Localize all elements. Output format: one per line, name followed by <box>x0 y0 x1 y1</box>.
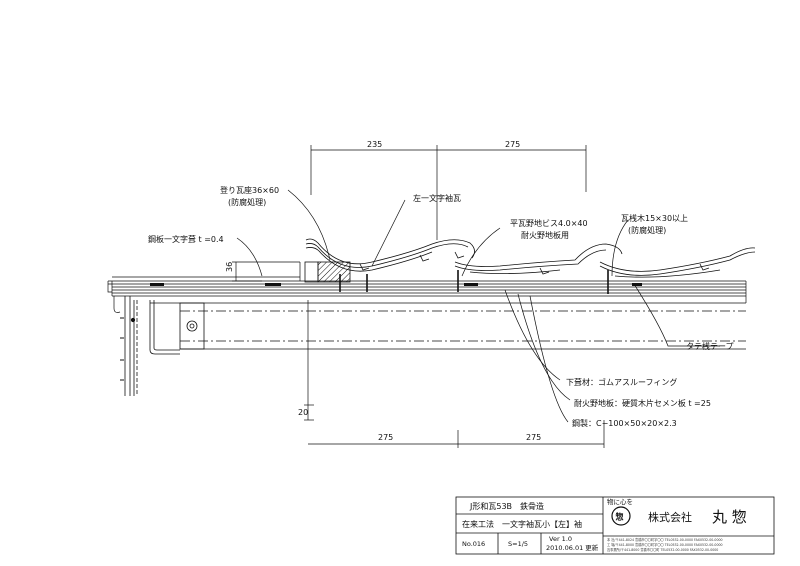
label-hidari-ichimonji: 左一文字袖瓦 <box>413 193 461 203</box>
title-series: J形和瓦53B 鉄骨造 <box>469 501 544 511</box>
company-prefix: 株式会社 <box>648 510 692 524</box>
label-nobori-kawara-note: (防腐処理) <box>228 197 266 207</box>
label-kouzai: 鋼製：C−100×50×20×2.3 <box>572 418 677 428</box>
hatched-batten <box>317 261 351 283</box>
svg-text:惣: 惣 <box>616 512 624 522</box>
roof-deck-layers <box>107 262 747 350</box>
dim-height-20: 20 <box>298 408 308 417</box>
company-name: 丸 惣 <box>712 508 747 526</box>
title-method: 在来工法 一文字袖瓦小【左】袖 <box>462 519 582 529</box>
company-motto: 物に心を <box>607 497 633 506</box>
steel-frame <box>124 296 205 396</box>
title-version: Ver 1.0 <box>549 535 572 543</box>
company-address-1: 本 社/〒441-8024 豊橋市〇〇町字〇〇 TEL0532-00-0000 … <box>607 537 723 542</box>
tile-seat-block <box>304 261 319 283</box>
company-address-2: 工 場/〒441-8000 豊橋市〇〇町字〇〇 TEL0532-00-0000 … <box>607 542 723 547</box>
bottom-dimension-lines <box>308 420 605 448</box>
roof-tiles <box>305 238 756 278</box>
label-kouban-ichimonji: 鋼板一文字葺 t =0.4 <box>148 234 224 244</box>
dim-top-right: 275 <box>505 140 520 149</box>
title-block <box>455 496 775 555</box>
title-scale: S=1/5 <box>508 540 528 548</box>
label-kawarasan-note: (防腐処理) <box>628 225 666 235</box>
leader-lines <box>236 189 720 423</box>
label-hira-kawara: 平瓦野地ビス4.0×40 <box>510 218 588 228</box>
deck-marks <box>150 283 642 286</box>
label-nobori-kawara: 登り瓦座36×60 <box>220 185 279 195</box>
label-kawarasan: 瓦桟木15×30以上 <box>621 213 688 223</box>
company-logo: 惣 <box>611 506 631 526</box>
dim-bottom-left: 275 <box>378 433 393 442</box>
label-tate-tape: タテ桟テープ <box>686 341 734 351</box>
wall-screws <box>120 317 136 381</box>
label-shitabuki: 下葺材：ゴムアスルーフィング <box>566 377 677 387</box>
side-dimensions <box>232 261 314 421</box>
dim-top-left: 235 <box>367 140 382 149</box>
dim-height-36: 36 <box>225 262 234 272</box>
title-number: No.016 <box>462 540 485 548</box>
title-date: 2010.06.01 更新 <box>546 543 599 552</box>
fixing-screws <box>339 270 609 294</box>
dim-bottom-right: 275 <box>526 433 541 442</box>
label-hira-kawara-note: 耐火野地板用 <box>521 230 569 240</box>
top-dimension-lines <box>310 145 587 240</box>
company-address-3: 瓦事業所/〒441-8000 豊橋市〇〇町 TEL0532-00-0000 FA… <box>607 547 718 552</box>
label-taika-noji: 耐火野地板：硬質木片セメン板 t =25 <box>574 398 711 408</box>
